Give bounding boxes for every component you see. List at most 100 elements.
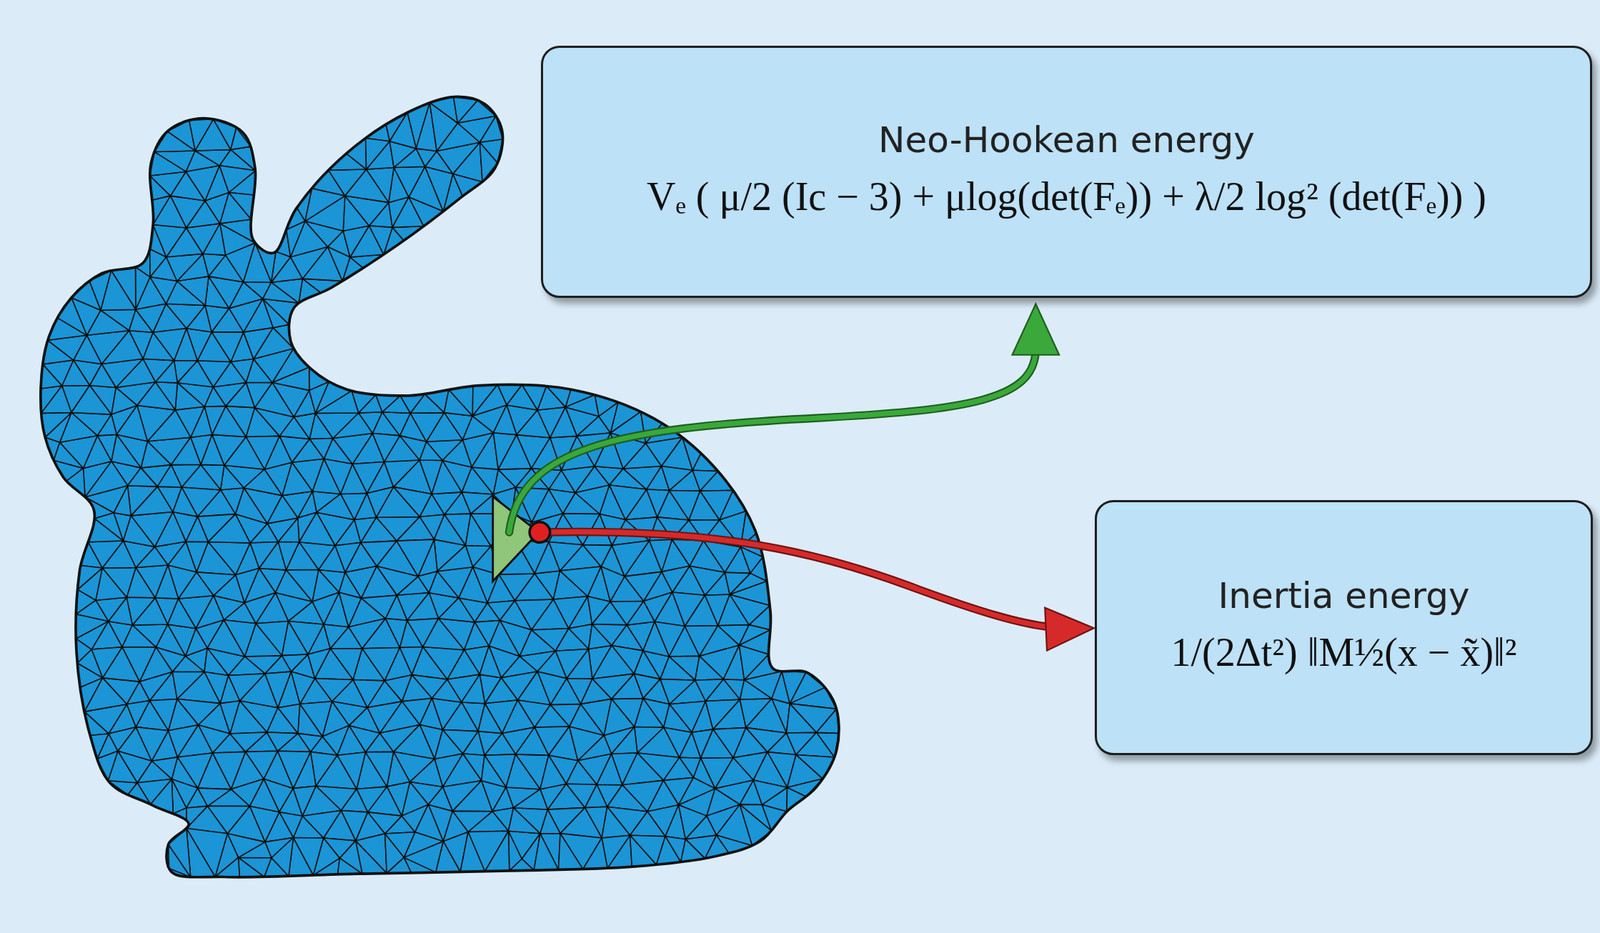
mesh-triangle	[565, 761, 597, 785]
mesh-triangle	[338, 592, 361, 627]
mesh-triangle	[204, 648, 229, 676]
mesh-triangle	[127, 485, 158, 516]
mesh-triangle	[207, 620, 245, 657]
mesh-triangle	[195, 149, 231, 166]
mesh-triangle	[167, 598, 197, 629]
mesh-triangle	[514, 573, 554, 601]
mesh-triangle	[227, 656, 265, 676]
green-arrow	[509, 351, 1037, 533]
mesh-triangle	[672, 539, 704, 566]
mesh-triangle	[137, 382, 176, 411]
mesh-triangle	[739, 804, 772, 847]
mesh-triangle	[255, 242, 276, 283]
mesh-triangle	[753, 780, 787, 805]
mesh-triangle	[243, 328, 273, 360]
mesh-triangle	[596, 753, 623, 785]
mesh-triangle	[630, 811, 666, 837]
mesh-triangle	[40, 364, 63, 389]
mesh-triangle	[637, 727, 680, 758]
mesh-triangle	[237, 857, 264, 877]
mesh-triangle	[220, 701, 240, 734]
mesh-triangle	[695, 656, 724, 681]
mesh-triangle	[219, 165, 256, 193]
mesh-triangle	[135, 267, 151, 310]
mesh-triangle	[531, 599, 569, 631]
mesh-triangle	[425, 166, 454, 212]
mesh-triangle	[366, 167, 395, 203]
red-arrowhead	[1044, 608, 1095, 652]
mesh-triangle	[460, 832, 485, 873]
mesh-triangle	[442, 440, 472, 468]
mesh-triangle	[555, 628, 589, 652]
mesh-triangle	[583, 545, 613, 567]
mesh-triangle	[384, 460, 420, 488]
mesh-triangle	[150, 277, 178, 304]
mesh-triangle	[438, 598, 476, 623]
mesh-triangle	[97, 414, 117, 436]
mesh-triangle	[431, 679, 461, 703]
arrow-outline	[540, 531, 1052, 627]
mesh-triangle	[472, 385, 507, 417]
mesh-triangle	[487, 574, 515, 604]
mesh-triangle	[175, 383, 205, 411]
mesh-triangle	[565, 395, 599, 417]
mesh-triangle	[678, 777, 716, 805]
mesh-triangle	[205, 305, 229, 333]
mesh-triangle	[515, 727, 549, 756]
mesh-triangle	[746, 728, 787, 753]
mesh-triangle	[393, 166, 426, 198]
mesh-triangle	[168, 725, 199, 758]
mesh-triangle	[57, 297, 87, 336]
mesh-triangle	[340, 788, 368, 812]
mesh-triangle	[661, 565, 690, 593]
mesh-triangle	[611, 540, 649, 577]
mesh-triangle	[230, 732, 268, 752]
mesh-triangle	[540, 755, 567, 790]
mesh-triangle	[174, 360, 198, 384]
mesh-triangle	[611, 727, 638, 755]
mesh-triangle	[172, 656, 205, 672]
mesh-triangle	[297, 704, 323, 738]
mesh-triangle	[323, 624, 349, 649]
mesh-triangle	[739, 680, 772, 701]
mesh-triangle	[458, 567, 488, 604]
mesh-triangle	[126, 701, 150, 728]
energy-box: Inertia energy1/(2Δt²) ‖M½(x − x̃)‖²	[1094, 500, 1593, 756]
mesh-triangle	[660, 656, 696, 681]
mesh-triangle	[185, 516, 208, 542]
mesh-triangle	[468, 811, 509, 833]
mesh-triangle	[461, 674, 486, 704]
mesh-triangle	[375, 395, 401, 413]
mesh-triangle	[643, 621, 669, 657]
mesh-triangle	[517, 671, 551, 706]
mesh-triangle	[585, 784, 608, 808]
mesh-triangle	[297, 512, 317, 543]
mesh-triangle	[170, 437, 201, 465]
mesh-triangle	[396, 539, 435, 577]
mesh-triangle	[207, 806, 250, 834]
mesh-triangle	[215, 857, 240, 877]
box-title: Inertia energy	[1217, 575, 1470, 617]
mesh-triangle	[315, 413, 359, 439]
mesh-triangle	[157, 465, 182, 488]
mesh-triangle	[705, 679, 740, 702]
mesh-triangle	[601, 806, 631, 839]
mesh-triangle	[431, 492, 462, 515]
mesh-triangle	[41, 413, 72, 439]
mesh-triangle	[453, 97, 479, 124]
mesh-triangle	[575, 485, 610, 514]
mesh-triangle	[237, 857, 271, 877]
mesh-triangle	[634, 698, 664, 729]
mesh-triangle	[478, 703, 503, 734]
mesh-triangle	[202, 253, 226, 277]
mesh-triangle	[75, 589, 96, 614]
mesh-triangle	[461, 492, 494, 514]
mesh-triangle	[382, 412, 411, 436]
mesh-triangle	[622, 753, 664, 786]
mesh-triangle	[566, 649, 593, 680]
mesh-triangle	[442, 702, 479, 732]
mesh-triangle	[471, 467, 499, 495]
mesh-triangle	[434, 514, 466, 546]
mesh-triangle	[435, 841, 461, 873]
mesh-triangle	[127, 468, 158, 487]
